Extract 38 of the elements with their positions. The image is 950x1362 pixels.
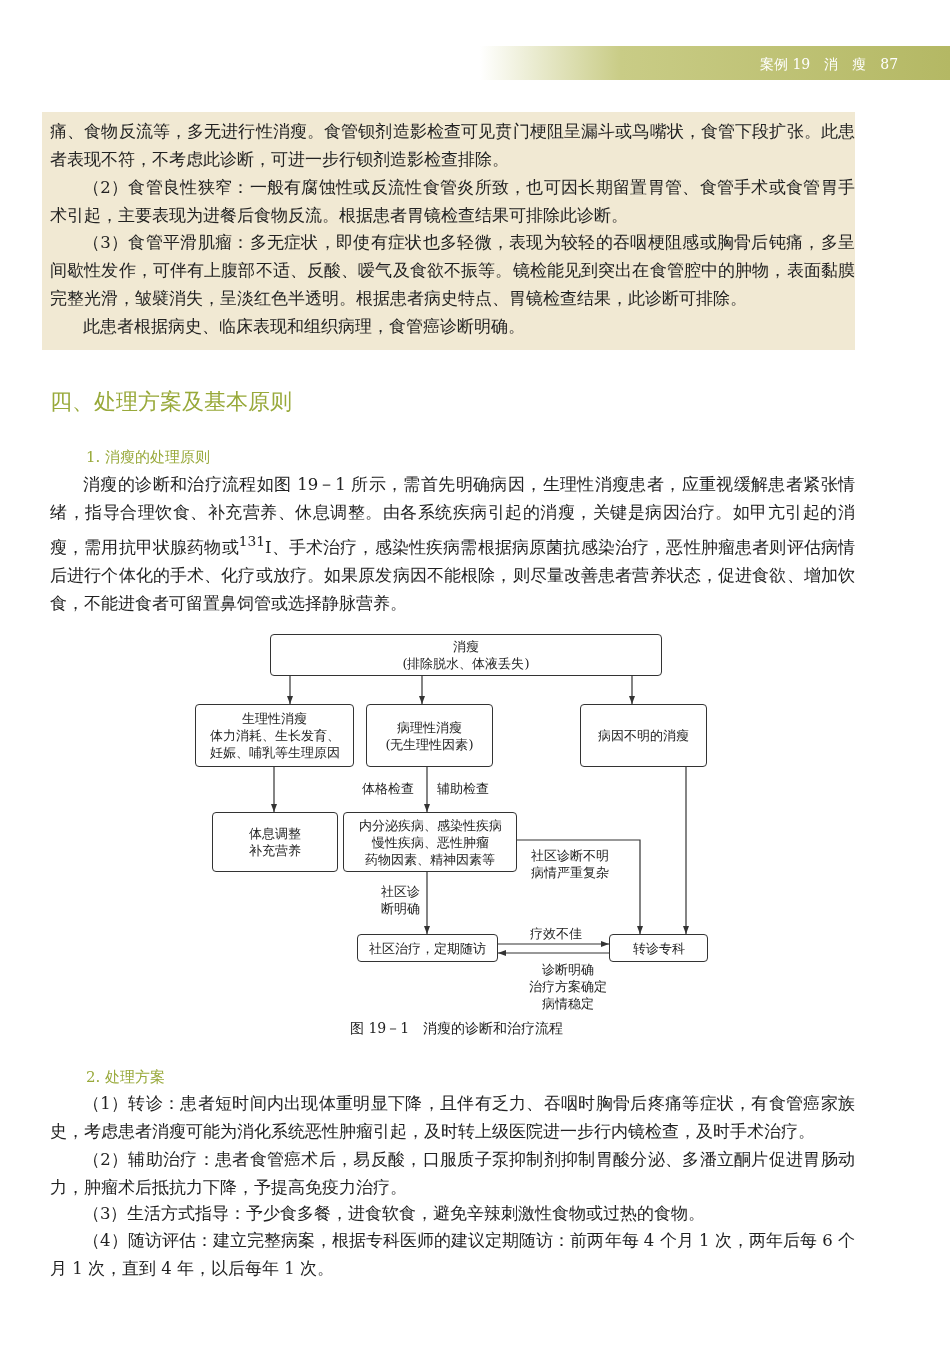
edge-label: 社区诊断明确 [381,883,420,917]
process-box: 生理性消瘦 体力消耗、生长发育、妊娠、哺乳等生理原因 [195,704,354,767]
edge-label: 诊断明确治疗方案确定病情稳定 [529,961,607,1012]
subsection-heading: 2. 处理方案 [86,1067,167,1088]
arrow [287,675,293,705]
paragraph: （2）辅助治疗：患者食管癌术后，易反酸，口服质子泵抑制剂抑制胃酸分泌、多潘立酮片促进胃肠动力，肿瘤术后抵抗力下降，予提高免疫力治疗。 [50,1149,855,1199]
running-header: 案例 19 消 瘦 87 [760,55,899,74]
edge-label: 社区诊断不明病情严重复杂 [531,847,609,881]
process-box: 消瘦 (排除脱水、体液丢失) [270,634,662,676]
process-box: 体息调整 补充营养 [212,812,338,872]
process-box: 病因不明的消瘦 [580,704,707,767]
paragraph: （3）生活方式指导：予少食多餐，进食软食，避免辛辣刺激性食物或过热的食物。 [82,1203,707,1225]
arrow [629,675,635,705]
edge-label: 疗效不佳 [530,925,582,942]
section-heading: 四、处理方案及基本原则 [50,388,293,416]
arrow [497,941,610,947]
process-box: 转诊专科 [609,934,708,962]
arrow [271,766,277,813]
process-box: 病理性消瘦 (无生理性因素) [366,704,493,767]
paragraph: （3）食管平滑肌瘤：多无症状，即使有症状也多轻微，表现为较轻的吞咽梗阻感或胸骨后钝痛，多呈间歇性发作，可伴有上腹部不适、反酸、嗳气及食欲不振等。镜检能见到突出在食管腔中的肿物，表面黏膜完整光滑，皱襞消失，呈淡红色半透明。根据患者病史特点、胃镜检查结果，此诊断可排除。 [50,232,855,310]
edge-label: 体格检查 [362,780,414,797]
arrow [683,766,689,935]
arrow [424,766,430,813]
paragraph: （2）食管良性狭窄：一般有腐蚀性或反流性食管炎所致，也可因长期留置胃管、食管手术或食管胃手术引起，主要表现为进餐后食物反流。根据患者胃镜检查结果可排除此诊断。 [50,177,855,227]
arrow [424,871,430,935]
arrow [516,839,643,935]
arrow [419,675,425,705]
subsection-heading: 1. 消瘦的处理原则 [86,447,212,468]
paragraph: （4）随访评估：建立完整病案，根据专科医师的建议定期随访：前两年每 4 个月 1 次，两年后每 6 个月 1 次，直到 4 年，以后每年 1 次。 [50,1230,855,1280]
paragraph: 此患者根据病史、临床表现和组织病理，食管癌诊断明确。 [82,316,526,338]
exam-label: 辅助检查 [437,780,489,797]
process-box: 社区治疗，定期随访 [357,934,498,962]
paragraph: 消瘦的诊断和治疗流程如图 19－1 所示，需首先明确病因，生理性消瘦患者，应重视缓解患者紧张情绪，指导合理饮食、补充营养、休息调整。由各系统疾病引起的消瘦，关键是病因治疗。如甲亢引起的消瘦，需用抗甲状腺药物或$^{131}$I、手术治疗，感染性疾病需根据病原菌抗感染治疗，恶性肿瘤患者则评估病情后进行个体化的手术、化疗或放疗。如果原发病因不能根除，则尽量改善患者营养状态，促进食欲、增加饮食，不能进食者可留置鼻饲管或选择静脉营养。 [50,474,855,615]
paragraph: 痛、食物反流等，多无进行性消瘦。食管钡剂造影检查可见贲门梗阻呈漏斗或鸟嘴状，食管下段扩张。此患者表现不符，不考虑此诊断，可进一步行钡剂造影检查排除。 [50,121,855,171]
figure-caption: 图 19－1 消瘦的诊断和治疗流程 [350,1019,564,1038]
arrow [497,950,610,956]
process-box: 内分泌疾病、感染性疾病慢性疾病、恶性肿瘤药物因素、精神因素等 [343,812,517,872]
paragraph: （1）转诊：患者短时间内出现体重明显下降，且伴有乏力、吞咽时胸骨后疼痛等症状，有食管癌家族史，考虑患者消瘦可能为消化系统恶性肿瘤引起，及时转上级医院进一步行内镜检查，及时手术治疗。 [50,1093,855,1143]
